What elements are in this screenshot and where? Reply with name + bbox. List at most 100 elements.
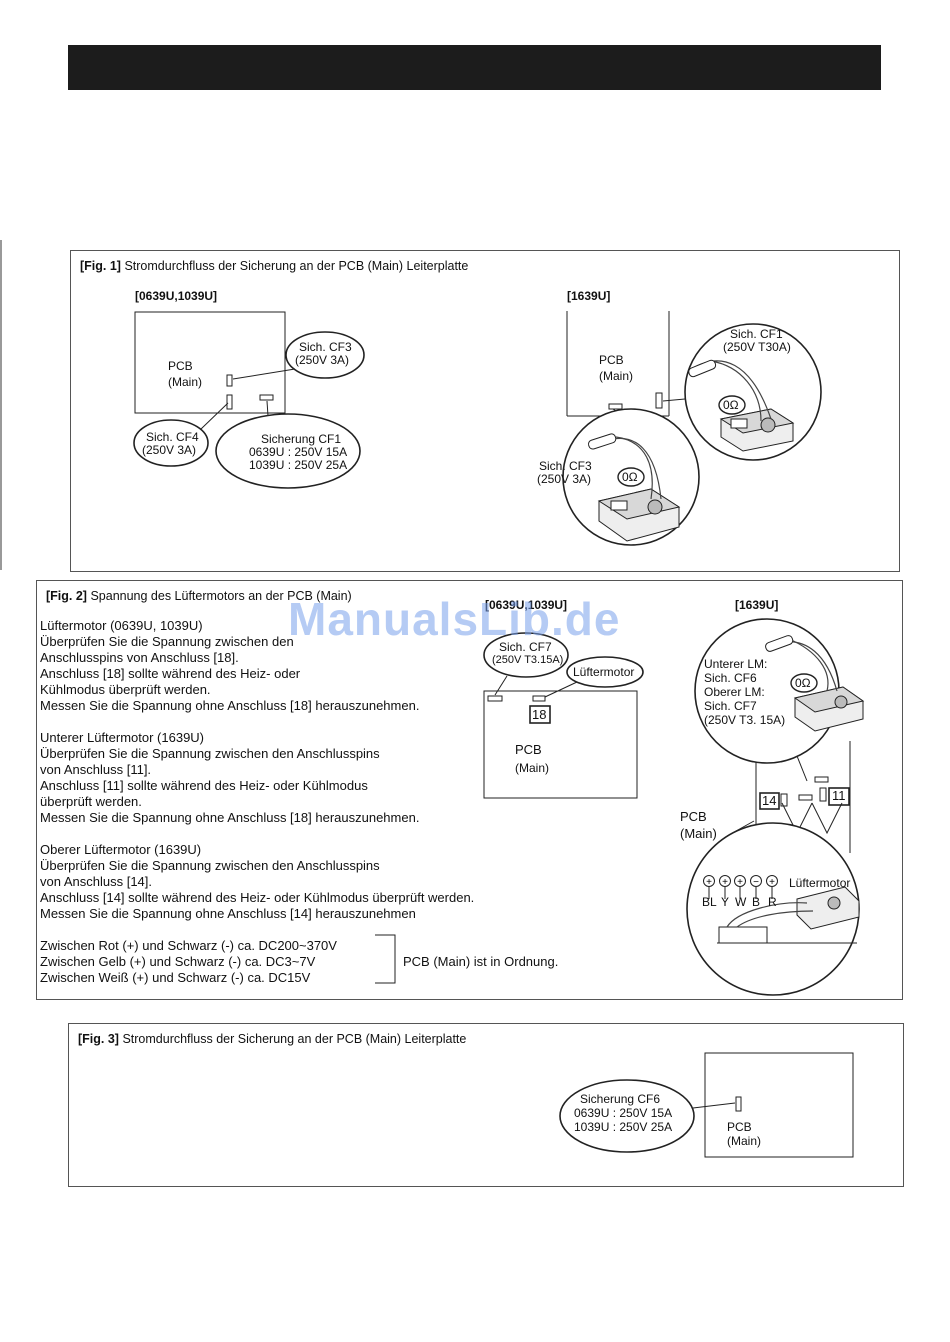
callout-cf1 bbox=[215, 413, 361, 489]
r-cf7: Sich. CF7 bbox=[704, 699, 757, 713]
r-cf3-name: Sich. CF3 bbox=[539, 459, 592, 473]
text-line: Anschluss [11] sollte während des Heiz- … bbox=[40, 778, 368, 793]
text-line: von Anschluss [11]. bbox=[40, 762, 152, 777]
fuse-cf7-symbol bbox=[487, 695, 503, 702]
figure-1: [Fig. 1] Stromdurchfluss der Sicherung a… bbox=[70, 250, 900, 572]
cf6-line-1: 0639U : 250V 15A bbox=[574, 1106, 673, 1120]
callout-cf4 bbox=[133, 419, 209, 467]
cf3-rating: (250V 3A) bbox=[295, 353, 350, 367]
ok-text: PCB (Main) ist in Ordnung. bbox=[403, 954, 559, 969]
pcb-board-fig2 bbox=[483, 690, 638, 799]
svg-text:+: + bbox=[706, 877, 712, 888]
cf6-name: Sicherung CF6 bbox=[580, 1092, 661, 1106]
pin-label-r: R bbox=[768, 895, 777, 909]
r-lower-lm: Unterer LM: bbox=[704, 657, 768, 671]
fuse-symbol-4 bbox=[814, 776, 829, 783]
ohm-label-1: 0Ω bbox=[723, 398, 739, 412]
text-line: Unterer Lüftermotor (1639U) bbox=[40, 730, 205, 745]
text-line: Überprüfen Sie die Spannung zwischen den bbox=[40, 634, 294, 649]
voltage-line: Zwischen Gelb (+) und Schwarz (-) ca. DC… bbox=[40, 954, 316, 969]
r-fan-motor-label: Lüftermotor bbox=[789, 876, 851, 890]
text-line: von Anschluss [14]. bbox=[40, 874, 153, 889]
main-label-fig3: (Main) bbox=[727, 1134, 762, 1148]
figure-2-right-model: [1639U] bbox=[735, 598, 779, 612]
r-upper-lm: Oberer LM: bbox=[704, 685, 765, 699]
fan-motor-label: Lüftermotor bbox=[573, 665, 635, 679]
figure-2-title-text: Spannung des Lüftermotors an der PCB (Ma… bbox=[90, 589, 352, 603]
fuse-cf1-symbol bbox=[259, 394, 274, 401]
cf3-name: Sich. CF3 bbox=[299, 340, 352, 354]
multimeter-fig2 bbox=[793, 686, 865, 732]
voltage-line: Zwischen Weiß (+) und Schwarz (-) ca. DC… bbox=[40, 970, 311, 985]
figure-2-tag: [Fig. 2] bbox=[46, 589, 87, 603]
pcb-board-left bbox=[134, 311, 286, 414]
pin-label-bl: BL bbox=[702, 895, 717, 909]
figure-1-left-model: [0639U,1039U] bbox=[135, 289, 218, 303]
fuse-cf3-symbol-right bbox=[608, 403, 623, 410]
r-pcb-label: PCB bbox=[680, 809, 707, 824]
text-line: Lüftermotor (0639U, 1039U) bbox=[40, 618, 203, 633]
pin-label-y: Y bbox=[721, 895, 730, 909]
cf7-rating: (250V T3.15A) bbox=[492, 654, 564, 666]
r-cf6: Sich. CF6 bbox=[704, 671, 757, 685]
callout-cf3 bbox=[285, 331, 365, 379]
text-line: Messen Sie die Spannung ohne Anschluss [… bbox=[40, 810, 420, 825]
cf1-line-1: 0639U : 250V 15A bbox=[249, 445, 348, 459]
cf1-name: Sicherung CF1 bbox=[261, 432, 342, 446]
svg-text:+: + bbox=[722, 877, 728, 888]
connector-18-label: 18 bbox=[532, 707, 547, 722]
text-line: Messen Sie die Spannung ohne Anschluss [… bbox=[40, 698, 420, 713]
fuse-cf3-symbol bbox=[226, 374, 233, 387]
figure-1-title: [Fig. 1] Stromdurchfluss der Sicherung a… bbox=[80, 259, 468, 273]
figure-2-diagram: + + + − + bbox=[375, 618, 865, 996]
figure-1-title-text: Stromdurchfluss der Sicherung an der PCB… bbox=[124, 259, 469, 273]
text-line: Oberer Lüftermotor (1639U) bbox=[40, 842, 202, 857]
cf6-line-2: 1039U : 250V 25A bbox=[574, 1120, 673, 1134]
fuse-symbol-2 bbox=[798, 794, 813, 801]
r-cf1-name: Sich. CF1 bbox=[730, 327, 783, 341]
fuse-symbol-1 bbox=[780, 793, 788, 807]
text-line: Überprüfen Sie die Spannung zwischen den… bbox=[40, 746, 380, 761]
callout-fan-motor bbox=[566, 656, 644, 688]
figure-3-diagram bbox=[559, 1052, 854, 1158]
r-rating: (250V T3. 15A) bbox=[704, 713, 786, 727]
r-main-label: (Main) bbox=[680, 826, 717, 841]
text-line: Anschlusspins von Anschluss [18]. bbox=[40, 650, 239, 665]
cf1-line-2: 1039U : 250V 25A bbox=[249, 458, 348, 472]
text-line: Überprüfen Sie die Spannung zwischen den… bbox=[40, 858, 380, 873]
ohm-label-fig2: 0Ω bbox=[795, 676, 811, 690]
text-line: überprüft werden. bbox=[40, 794, 142, 809]
text-line: Kühlmodus überprüft werden. bbox=[40, 682, 211, 697]
ohm-label-2: 0Ω bbox=[622, 470, 638, 484]
ohm-bubble-2 bbox=[617, 467, 645, 487]
text-line: Messen Sie die Spannung ohne Anschluss [… bbox=[40, 906, 416, 921]
figure-1-tag: [Fig. 1] bbox=[80, 259, 121, 273]
pcb-label-fig2: PCB bbox=[515, 742, 542, 757]
pin-label-w: W bbox=[735, 895, 747, 909]
fuse-symbol-3 bbox=[819, 787, 827, 802]
pcb-label-left: PCB bbox=[168, 359, 193, 373]
callout-cf7 bbox=[483, 632, 569, 678]
callout-cf6 bbox=[559, 1079, 695, 1153]
pin-symbols: + + + − + bbox=[703, 875, 778, 899]
pin-label-b: B bbox=[752, 895, 761, 909]
text-line: Anschluss [18] sollte während des Heiz- … bbox=[40, 666, 301, 681]
figure-1-right-model: [1639U] bbox=[567, 289, 611, 303]
ohm-bubble-1 bbox=[718, 395, 746, 415]
fuse-cf1-symbol-right bbox=[655, 392, 663, 409]
figure-2-title: [Fig. 2] Spannung des Lüftermotors an de… bbox=[46, 589, 352, 603]
figure-1-diagram bbox=[133, 311, 822, 546]
header-bar bbox=[68, 45, 881, 90]
svg-text:−: − bbox=[753, 877, 759, 888]
figure-3-title: [Fig. 3] Stromdurchfluss der Sicherung a… bbox=[78, 1032, 466, 1046]
fan-connector-symbol bbox=[532, 695, 546, 702]
figure-3-title-text: Stromdurchfluss der Sicherung an der PCB… bbox=[122, 1032, 467, 1046]
svg-text:+: + bbox=[737, 877, 743, 888]
figure-3-tag: [Fig. 3] bbox=[78, 1032, 119, 1046]
figure-2: [Fig. 2] Spannung des Lüftermotors an de… bbox=[36, 580, 903, 1000]
voltage-line: Zwischen Rot (+) und Schwarz (-) ca. DC2… bbox=[40, 938, 337, 953]
pcb-label-right: PCB bbox=[599, 353, 624, 367]
pcb-label-fig3: PCB bbox=[727, 1120, 752, 1134]
text-line: Anschluss [14] sollte während des Heiz- … bbox=[40, 890, 475, 905]
watermark: ManualsLib.de bbox=[288, 593, 621, 645]
